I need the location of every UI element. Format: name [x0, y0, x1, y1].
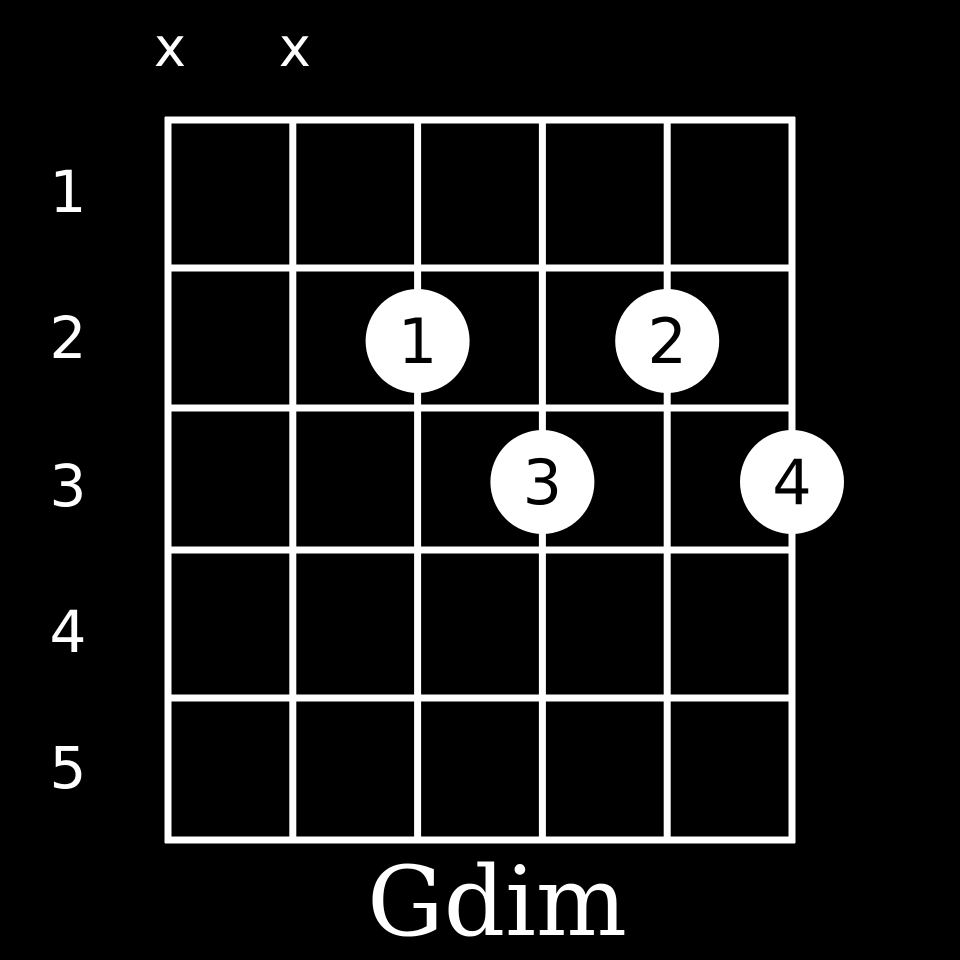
- finger-number: 1: [398, 305, 437, 378]
- finger-dot: [365, 289, 470, 393]
- fret-number-4: 4: [50, 598, 87, 666]
- finger-dot: [740, 430, 844, 534]
- finger-number: 2: [647, 305, 686, 378]
- finger-number: 3: [523, 446, 562, 519]
- fret-number-2: 2: [50, 304, 87, 372]
- fretboard-grid: [164, 116, 796, 844]
- finger-number: 4: [772, 446, 811, 519]
- fret-number-1: 1: [50, 158, 87, 226]
- finger-dot: [490, 430, 595, 534]
- fret-numbers: 1 2 3 4 5: [50, 158, 87, 802]
- chord-name: Gdim: [367, 846, 627, 958]
- muted-string-marker: x: [279, 16, 311, 79]
- muted-string-marker: x: [154, 16, 186, 79]
- finger-positions: 1 2 3 4: [365, 289, 844, 534]
- fret-number-5: 5: [50, 734, 87, 802]
- fret-number-3: 3: [50, 452, 87, 520]
- finger-dot: [615, 289, 720, 393]
